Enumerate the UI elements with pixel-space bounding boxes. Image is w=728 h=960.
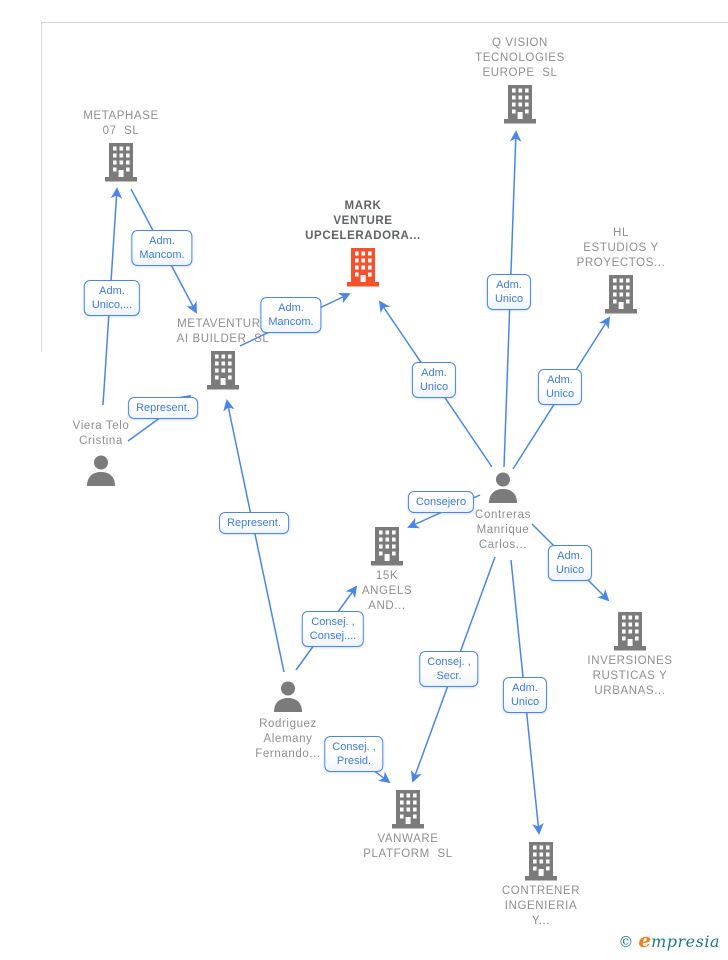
node-label-contreras-manrique-carlos: Contreras Manrique Carlos... — [475, 509, 531, 551]
relationship-label: Represent. — [219, 512, 289, 534]
node-label-metaventure: METAVENTURE AI BUILDER SL — [176, 318, 270, 345]
person-icon — [270, 679, 306, 720]
node-label-mark-venture: MARK VENTURE UPCELERADORA... — [305, 200, 421, 242]
node-label-rodriguez-alemany-fernando: Rodriguez Alemany Fernando... — [255, 718, 321, 760]
relationship-label: Adm. Mancom. — [131, 230, 193, 266]
empresia-logo[interactable]: © empresia — [618, 928, 720, 952]
node-label-viera-telo-cristina: Viera Telo Cristina — [72, 420, 130, 447]
relationship-label: Adm. Unico — [537, 369, 583, 405]
person-icon — [83, 453, 119, 494]
node-label-15k-angels: 15K ANGELS AND... — [361, 570, 413, 612]
panel-border-top — [41, 22, 728, 23]
relationship-label: Adm. Unico — [547, 545, 593, 581]
relationship-label: Adm. Mancom. — [260, 297, 322, 333]
node-label-inversiones-rusticas: INVERSIONES RUSTICAS Y URBANAS... — [587, 655, 673, 697]
building-icon — [603, 275, 639, 320]
relationship-label: Consejero — [407, 491, 475, 513]
relationship-label: Represent. — [128, 397, 198, 419]
panel-border-left — [41, 22, 42, 352]
brand-name: empresia — [638, 928, 720, 952]
node-label-metaphase-07-sl: METAPHASE 07 SL — [83, 110, 159, 137]
building-icon — [345, 248, 381, 293]
building-icon — [369, 527, 405, 572]
relationship-label: Adm. Unico,... — [83, 280, 141, 316]
node-label-q-vision: Q VISION TECNOLOGIES EUROPE SL — [475, 37, 565, 79]
relationship-label: Adm. Unico — [502, 677, 548, 713]
node-label-contrener-ingenieria: CONTRENER INGENIERIA Y... — [501, 885, 581, 927]
building-icon — [390, 790, 426, 835]
building-icon — [502, 85, 538, 130]
building-icon — [205, 351, 241, 396]
building-icon — [612, 612, 648, 657]
building-icon — [103, 143, 139, 188]
brand-initial: e — [638, 928, 652, 952]
brand-rest: mpresia — [651, 932, 720, 951]
edge-rodriguez-alemany-fernando-to-metaventure — [223, 399, 285, 673]
relationship-label: Consej. , Consej.... — [301, 611, 365, 647]
relationship-label: Consej. , Presid. — [324, 736, 384, 772]
building-icon — [523, 842, 559, 887]
relationship-label: Consej. , Secr. — [419, 651, 479, 687]
relationship-label: Adm. Unico — [486, 274, 532, 310]
node-label-hl-estudios: HL ESTUDIOS Y PROYECTOS... — [576, 227, 666, 269]
copyright-icon: © — [618, 933, 634, 951]
person-icon — [485, 470, 521, 511]
relationship-label: Adm. Unico — [411, 362, 457, 398]
node-label-vanware-platform: VANWARE PLATFORM SL — [363, 833, 453, 860]
